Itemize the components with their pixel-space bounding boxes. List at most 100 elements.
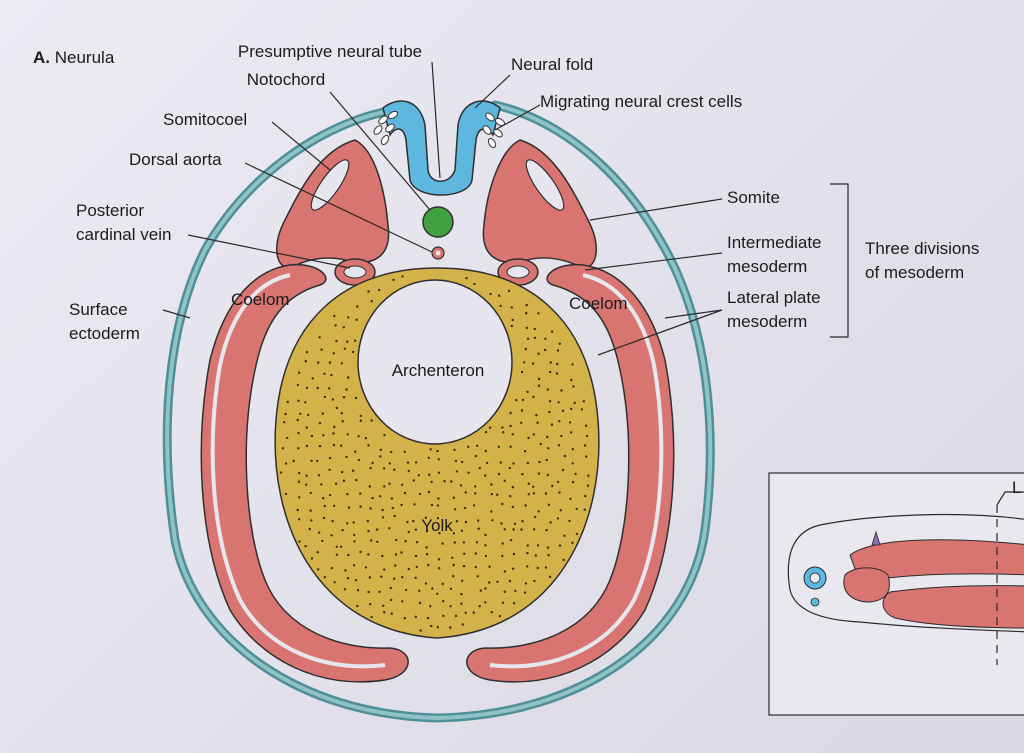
yolk-dot [520, 421, 523, 424]
yolk-dot [548, 400, 552, 403]
yolk-dot [284, 462, 288, 465]
yolk-dot [569, 497, 572, 500]
yolk-dot [364, 566, 368, 569]
yolk-dot [414, 615, 417, 618]
yolk-dot [570, 378, 573, 382]
yolk-dot [340, 362, 343, 365]
yolk-dot [328, 493, 332, 497]
yolk-dot [477, 527, 480, 530]
yolk-dot [418, 601, 422, 605]
somite-right [482, 139, 597, 269]
yolk-dot [401, 483, 404, 486]
yolk-dot [406, 520, 409, 524]
yolk-dot [484, 587, 487, 590]
yolk-dot [544, 566, 548, 569]
yolk-dot [382, 604, 385, 607]
yolk-dot [558, 420, 561, 423]
yolk-dot [383, 434, 386, 437]
yolk-dot [443, 480, 446, 483]
yolk-dot [546, 546, 550, 549]
yolk-dot [497, 445, 500, 448]
yolk-dot [328, 361, 332, 364]
yolk-dot [359, 414, 362, 418]
yolk-dot [305, 386, 309, 389]
yolk-dot [346, 577, 350, 580]
yolk-dot [346, 433, 349, 436]
yolk-dot [369, 467, 372, 470]
yolk-dot [297, 399, 300, 402]
yolk-dot [341, 529, 344, 532]
yolk-dot [571, 541, 574, 544]
yolk-dot [339, 545, 343, 548]
yolk-dot [547, 554, 550, 557]
yolk-dot [476, 575, 479, 578]
yolk-dot [381, 554, 384, 558]
yolk-dot [366, 519, 369, 523]
yolk-dot [369, 507, 372, 510]
yolk-dot [414, 461, 418, 464]
label-three-divisions-line1: Three divisions [865, 239, 980, 258]
yolk-dot [571, 480, 575, 484]
yolk-dot [459, 484, 463, 487]
yolk-dot [572, 385, 575, 388]
label-surface-ectoderm-line2: ectoderm [69, 324, 140, 343]
label-posterior-line2: cardinal vein [76, 225, 172, 244]
yolk-dot [376, 540, 379, 543]
yolk-dot [417, 474, 420, 477]
yolk-dot [462, 564, 466, 568]
inset-somites [843, 567, 890, 603]
yolk-dot [490, 510, 493, 513]
yolk-dot [512, 462, 515, 465]
yolk-dot [425, 530, 429, 533]
yolk-dot [333, 504, 336, 507]
yolk-dot [484, 449, 487, 453]
yolk-dot [521, 473, 524, 476]
yolk-dot [415, 541, 419, 544]
yolk-dot [568, 421, 572, 424]
yolk-dot [437, 471, 441, 474]
yolk-dot [427, 490, 431, 494]
yolk-dot [370, 419, 373, 422]
yolk-dot [583, 444, 587, 447]
notochord [422, 206, 454, 238]
yolk-dot [305, 483, 308, 486]
yolk-dot [514, 589, 517, 593]
yolk-dot [532, 433, 535, 436]
yolk-dot [441, 542, 444, 545]
yolk-dot [436, 592, 439, 595]
yolk-dot [347, 376, 350, 379]
yolk-dot [388, 527, 391, 530]
yolk-dot [490, 483, 493, 486]
yolk-dot [328, 456, 332, 460]
yolk-dot [532, 395, 535, 399]
yolk-dot [507, 289, 511, 293]
yolk-dot [415, 565, 418, 569]
yolk-dot [331, 398, 334, 401]
yolk-dot [501, 554, 504, 558]
yolk-dot [380, 575, 383, 578]
yolk-dot [453, 448, 456, 451]
yolk-dot [501, 502, 504, 506]
yolk-dot [318, 444, 322, 448]
yolk-dot [371, 461, 374, 465]
yolk-dot [383, 568, 386, 571]
yolk-dot [496, 580, 499, 583]
yolk-dot [354, 579, 358, 582]
yolk-dot [455, 470, 459, 473]
yolk-dot [310, 459, 313, 462]
yolk-dot [403, 450, 406, 453]
yolk-dot [356, 589, 360, 592]
label-intermediate-line1: Intermediate [727, 233, 822, 252]
yolk-dot [359, 550, 362, 554]
yolk-dot [474, 552, 477, 555]
yolk-dot [414, 576, 417, 579]
yolk-dot [367, 529, 370, 533]
yolk-dot [562, 558, 565, 562]
yolk-dot [496, 493, 499, 496]
yolk-dot [298, 540, 301, 543]
yolk-dot [382, 467, 386, 470]
yolk-dot [526, 337, 530, 340]
yolk-dot [438, 567, 441, 570]
yolk-dot [333, 581, 336, 584]
